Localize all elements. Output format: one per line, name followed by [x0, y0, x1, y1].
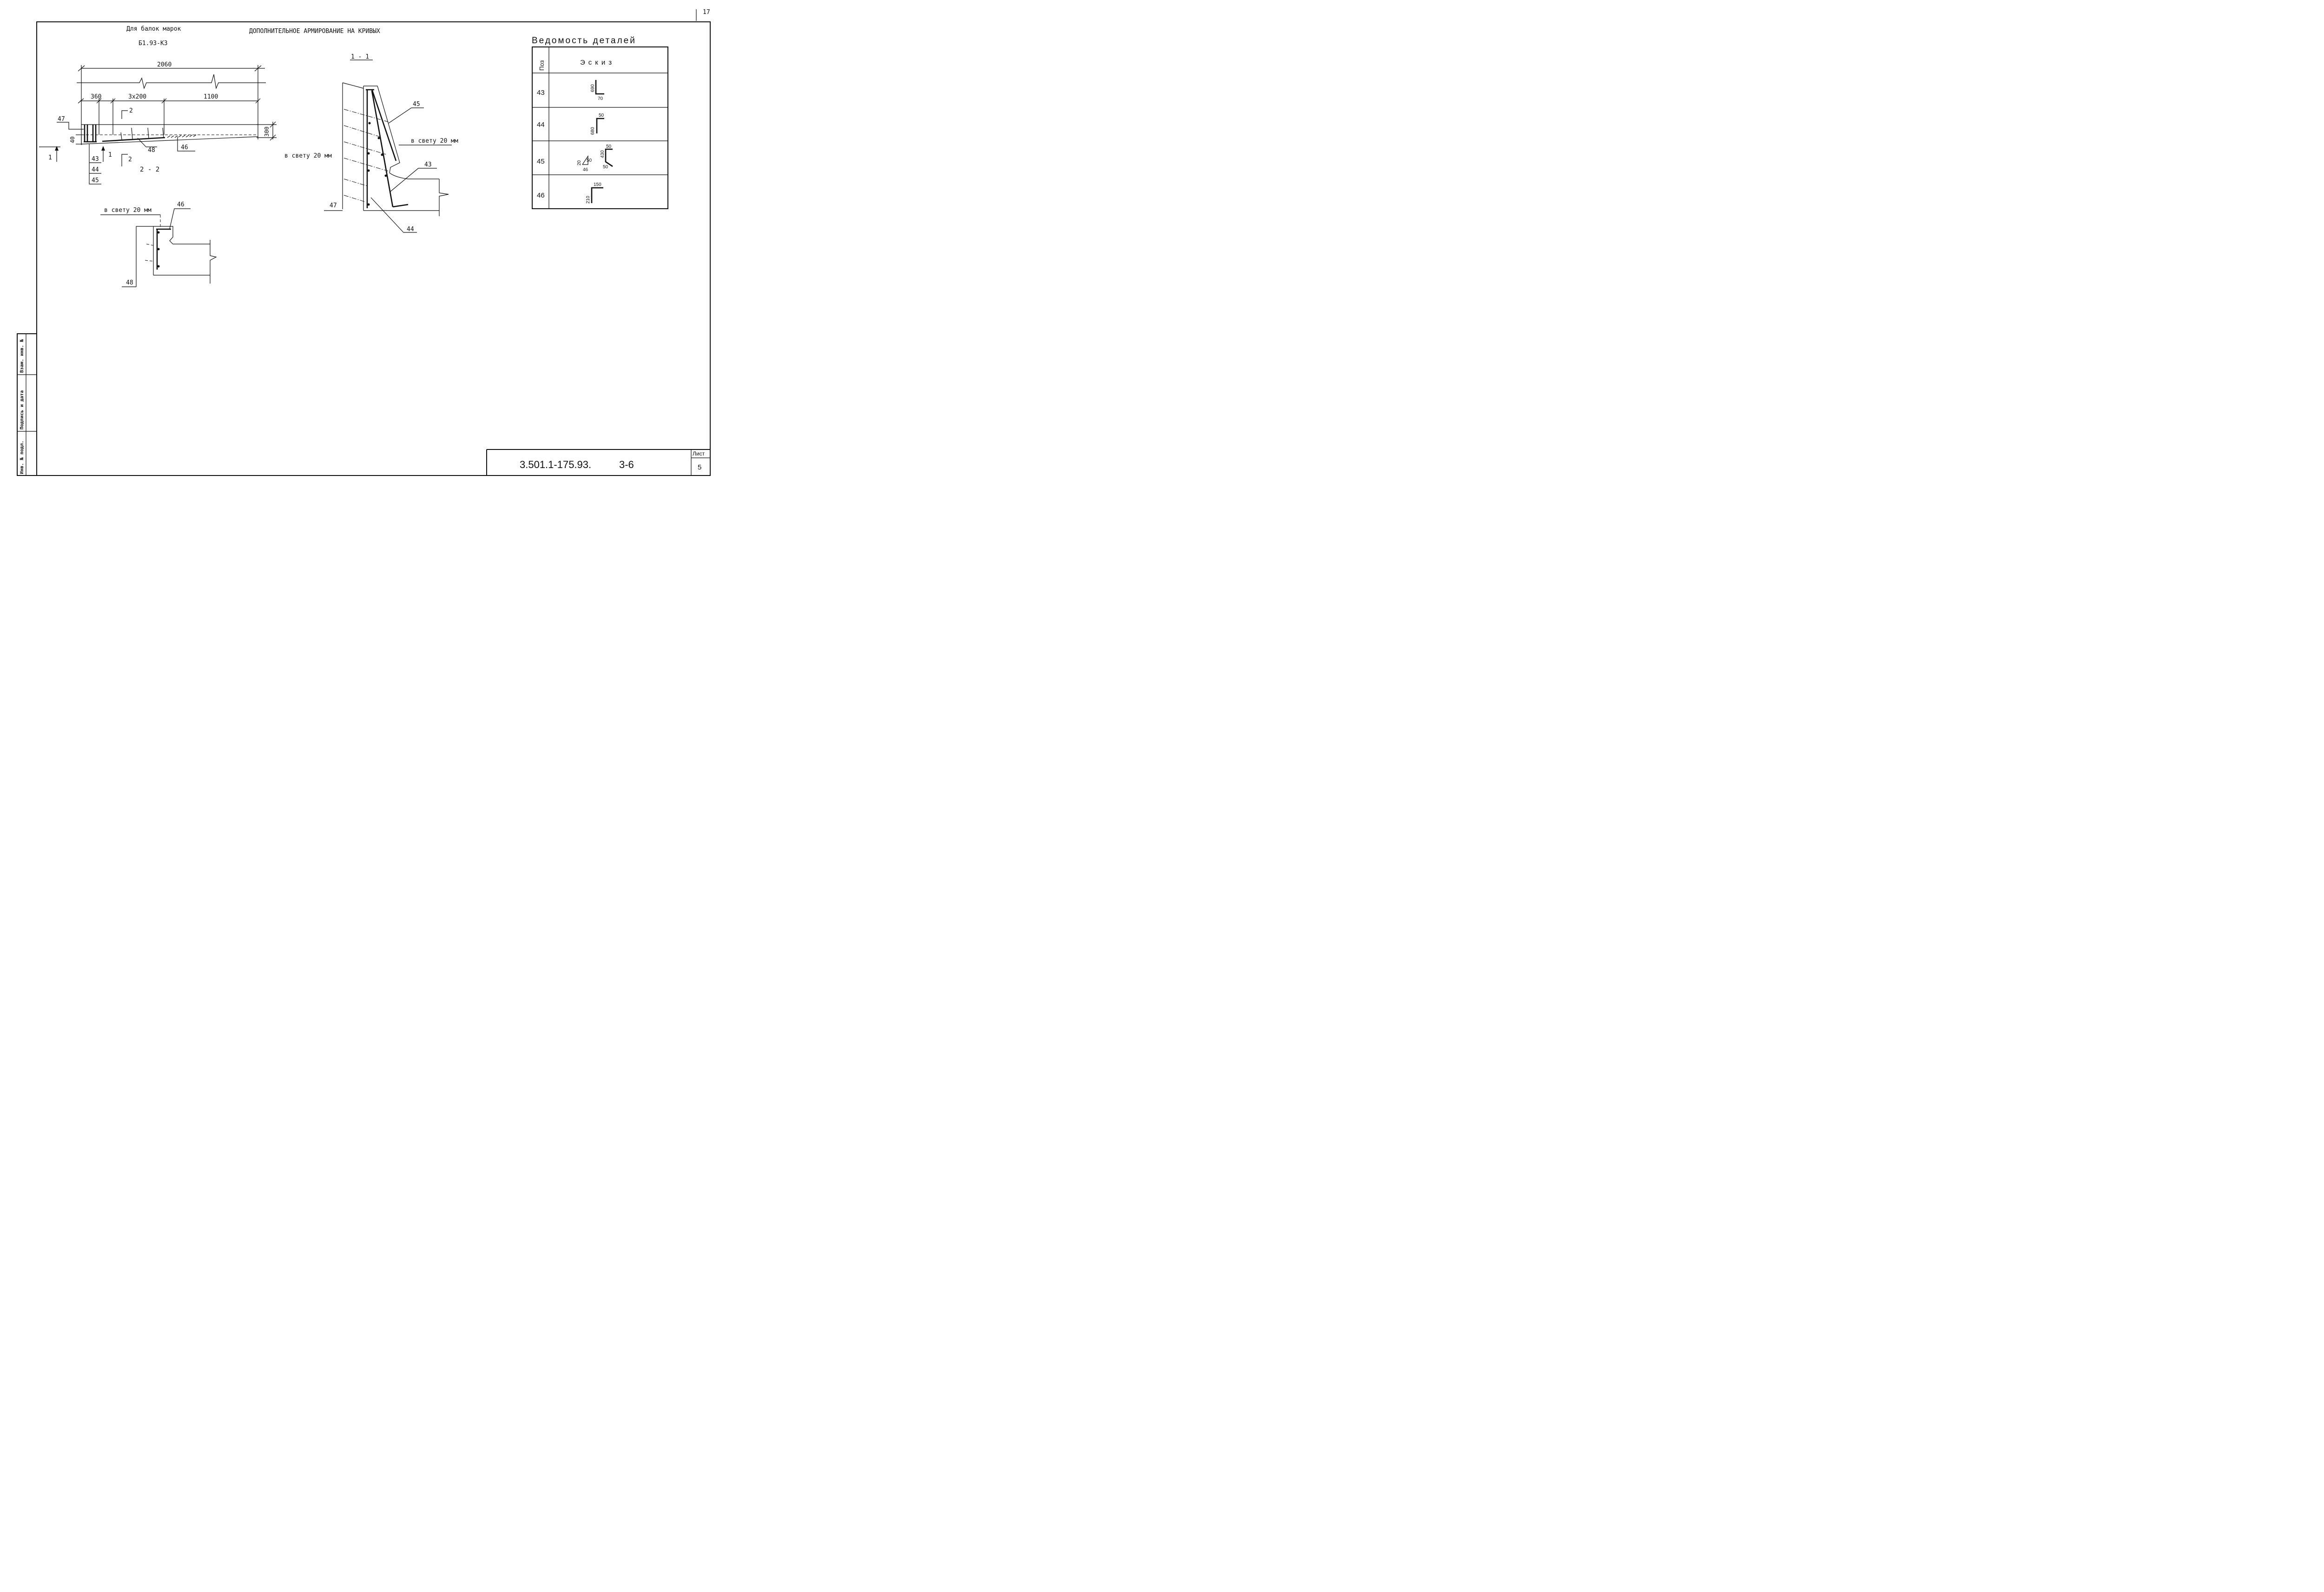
sec1-pos-45: 45 — [413, 101, 420, 108]
beam-note-line1: Для балок марок — [126, 26, 181, 33]
side-stamp: Инв. № подл. Подпись и дата Взам. инв. № — [17, 333, 37, 476]
row-45-pos: 45 — [537, 158, 545, 165]
row-43-pos: 43 — [537, 89, 545, 97]
stamp-inv-podl: Инв. № подл. — [20, 441, 25, 474]
details-title: Ведомость деталей — [532, 36, 636, 46]
drawing-sheet: 17 Инв. № подл. Подпись и дата Взам. инв… — [17, 9, 711, 476]
details-table: Ведомость деталей Поз Эскиз 43 690 70 44… — [532, 36, 668, 209]
sec1-clearance-right: в свету 20 мм — [411, 138, 458, 145]
sec1-pos-44: 44 — [407, 226, 414, 233]
row-46-dim-150: 150 — [594, 182, 601, 187]
row-46-pos: 46 — [537, 192, 545, 199]
sec1-clearance-left: в свету 20 мм — [284, 152, 332, 159]
section-2-2: в свету 20 мм 46 48 — [100, 201, 217, 287]
beam-note-line2: Б1.93-К3 — [139, 40, 168, 47]
sec2-pos-46: 46 — [177, 201, 185, 208]
page-number: 17 — [703, 9, 710, 16]
sheet-label: Лист — [693, 450, 705, 457]
elev-pos-47: 47 — [58, 116, 65, 123]
dim-3x200: 3x200 — [128, 93, 146, 100]
row-45-dim-50-slope: 50 — [587, 158, 592, 163]
col-sketch-header: Эскиз — [580, 59, 615, 66]
sec2-pos-48: 48 — [126, 279, 133, 286]
elev-pos-44: 44 — [92, 166, 99, 173]
row-45-dim-46: 46 — [583, 167, 588, 172]
main-title: ДОПОЛНИТЕЛЬНОЕ АРМИРОВАНИЕ НА КРИВЫХ — [249, 28, 380, 35]
row-45-dim-20: 20 — [577, 160, 582, 165]
cut-marker-1-right: 1 — [108, 152, 112, 159]
row-44-dim-680: 680 — [590, 127, 595, 135]
stamp-signature-date: Подпись и дата — [20, 390, 25, 429]
sec2-clearance: в свету 20 мм — [104, 207, 152, 214]
section-1-1: 1 - 1 45 в свету 20 мм 43 — [284, 53, 458, 233]
sec1-pos-47: 47 — [330, 202, 337, 209]
elev-pos-46: 46 — [181, 144, 188, 151]
row-43-dim-70: 70 — [598, 96, 603, 101]
elevation-view: 2060 360 3x200 1100 300 — [39, 61, 277, 185]
dim-300: 300 — [264, 126, 270, 137]
dim-40: 40 — [69, 137, 76, 143]
col-pos-header: Поз — [538, 60, 545, 71]
dim-1100: 1100 — [204, 93, 218, 100]
row-45-dim-430: 430 — [600, 150, 605, 158]
elev-pos-45: 45 — [92, 177, 99, 184]
dim-360: 360 — [91, 93, 101, 100]
dim-2060: 2060 — [157, 61, 172, 68]
cut-marker-1-left: 1 — [48, 154, 52, 161]
title-block: 3.501.1-175.93. 3-6 Лист 5 — [486, 449, 710, 476]
section-1-label: 1 - 1 — [351, 53, 369, 60]
doc-part: 3-6 — [619, 459, 634, 470]
elev-pos-48: 48 — [148, 147, 155, 154]
stamp-vzam-inv: Взам. инв. № — [20, 339, 25, 373]
row-44-pos: 44 — [537, 121, 545, 129]
sec1-pos-43: 43 — [424, 161, 432, 168]
elev-pos-43: 43 — [92, 156, 99, 163]
cut-marker-2-bottom: 2 — [128, 156, 132, 163]
row-43-dim-690: 690 — [590, 84, 595, 92]
sheet-number: 5 — [698, 463, 701, 471]
cut-marker-2-top: 2 — [129, 107, 133, 114]
row-45-dim-50-top: 50 — [606, 144, 612, 149]
row-44-dim-50: 50 — [599, 113, 604, 118]
row-46-dim-210: 210 — [586, 196, 591, 204]
section-2-label: 2 - 2 — [140, 166, 159, 173]
drawing-frame — [36, 21, 711, 476]
doc-code: 3.501.1-175.93. — [520, 459, 591, 470]
row-45-dim-50-bottom: 50 — [603, 165, 608, 170]
